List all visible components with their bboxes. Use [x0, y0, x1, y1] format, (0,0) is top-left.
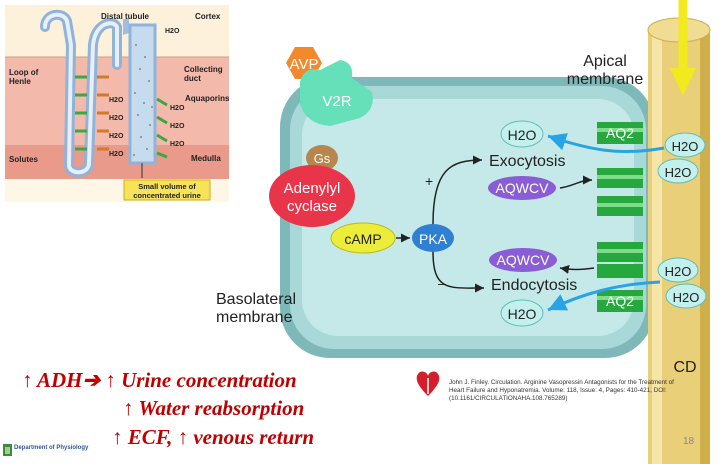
- cd-label: CD: [673, 359, 696, 376]
- citation-text: John J. Finley. Circulation. Arginine Va…: [449, 379, 674, 402]
- water-cell-top-label: H2O: [508, 127, 537, 143]
- department-name: Department of Physiology: [14, 445, 89, 451]
- endocytosis-retrieve-arrow: [559, 265, 595, 274]
- pka-endocytosis-arrow: [432, 251, 485, 293]
- aq2-label-bottom: AQ2: [606, 293, 634, 309]
- adenylyl-label-2: cyclase: [287, 198, 337, 215]
- label-loop-2: Henle: [9, 77, 31, 86]
- pka-enzyme: [412, 224, 454, 252]
- distal-tubule-end: [123, 19, 129, 35]
- inset-medulla-deep: [5, 145, 229, 179]
- duct-shadow: [700, 30, 710, 464]
- minus-sign: –: [438, 275, 446, 291]
- nephron-inset: Distal tubule Cortex H2O Loop of Henle C…: [5, 5, 229, 202]
- adenylyl-cyclase: [269, 165, 355, 227]
- label-water-left-4: H2O: [109, 151, 124, 158]
- aq2-channel-top: [597, 122, 643, 144]
- exocytosis-insert-arrow: [559, 175, 593, 189]
- water-duct-4: H2O: [673, 290, 700, 305]
- pka-label: PKA: [419, 231, 448, 247]
- headline-line-2: ↑ Water reabsorption: [123, 396, 305, 420]
- water-cell-bottom-label: H2O: [508, 306, 537, 322]
- label-urine-2: concentrated urine: [133, 191, 201, 200]
- apical-label-2: membrane: [567, 71, 644, 88]
- water-cell-top: [500, 120, 544, 148]
- label-collecting-1: Collecting: [184, 65, 223, 74]
- v2r-receptor: [300, 60, 373, 126]
- collecting-duct: [128, 23, 157, 165]
- apical-label-1: Apical: [583, 53, 627, 70]
- water-flow-arrow-bottom: [547, 280, 661, 312]
- duct-highlight: [652, 30, 662, 464]
- basolateral-label-2: membrane: [216, 309, 293, 326]
- label-cortex: Cortex: [195, 12, 221, 21]
- label-aquaporins: Aquaporins: [185, 94, 229, 103]
- label-water-right-2: H2O: [170, 123, 185, 130]
- water-duct-2: H2O: [665, 165, 692, 180]
- water-duct-3: H2O: [665, 264, 692, 279]
- label-medulla: Medulla: [191, 154, 221, 163]
- label-water-left-2: H2O: [109, 115, 124, 122]
- plus-sign: +: [425, 173, 433, 189]
- aha-heart-logo: [416, 371, 440, 396]
- label-water-left-1: H2O: [109, 97, 124, 104]
- v2r-label: V2R: [322, 93, 351, 110]
- aqwcv-vesicle-bottom: [489, 248, 557, 272]
- green-arrows: [75, 75, 168, 159]
- orange-arrows: [97, 75, 109, 151]
- label-solutes: Solutes: [9, 155, 38, 164]
- headline-line-1: ↑ ADH➔ ↑ Urine concentration: [22, 368, 297, 392]
- label-distal-tubule: Distal tubule: [101, 12, 150, 21]
- urine-box: [123, 179, 211, 201]
- label-collecting-2: duct: [184, 74, 201, 83]
- basolateral-label-1: Basolateral: [216, 291, 296, 308]
- aqwcv-vesicle-top: [488, 176, 556, 200]
- label-water-right-3: H2O: [170, 141, 185, 148]
- cell-cytoplasm: [302, 99, 634, 336]
- water-duct-group-top: [657, 132, 706, 184]
- label-water-top: H2O: [165, 28, 180, 35]
- endocytosis-label: Endocytosis: [491, 277, 577, 294]
- page-number: 18: [683, 436, 695, 447]
- water-flow-arrow-top: [547, 133, 665, 154]
- exocytosis-label: Exocytosis: [489, 153, 565, 170]
- label-water-left-3: H2O: [109, 133, 124, 140]
- label-loop-1: Loop of: [9, 68, 39, 77]
- label-water-right-1: H2O: [170, 105, 185, 112]
- aqwcv-channel-top: [597, 168, 643, 216]
- water-duct-group-bottom: [657, 257, 707, 309]
- camp-molecule: [330, 222, 396, 254]
- aqwcv-channel-bottom: [597, 242, 643, 278]
- water-duct-1: H2O: [672, 139, 699, 154]
- aqwcv-label-bottom: AQWCV: [497, 252, 551, 268]
- flow-arrow-head: [670, 68, 696, 96]
- pka-exocytosis-arrow: [432, 155, 483, 225]
- camp-label: cAMP: [344, 231, 381, 247]
- water-cell-bottom: [500, 299, 544, 327]
- headline-line-3: ↑ ECF, ↑ venous return: [112, 425, 315, 449]
- solute-dots: [133, 44, 153, 156]
- avp-label: AVP: [290, 56, 319, 73]
- aq2-channel-bottom: [597, 290, 643, 312]
- label-urine-1: Small volume of: [138, 182, 196, 191]
- adenylyl-label-1: Adenylyl: [284, 180, 341, 197]
- gs-protein: [306, 145, 338, 171]
- aqwcv-label-top: AQWCV: [496, 180, 550, 196]
- gs-label: Gs: [314, 151, 331, 166]
- aq2-label-top: AQ2: [606, 125, 634, 141]
- department-logo: [3, 444, 12, 456]
- loop-lumen: [43, 12, 119, 175]
